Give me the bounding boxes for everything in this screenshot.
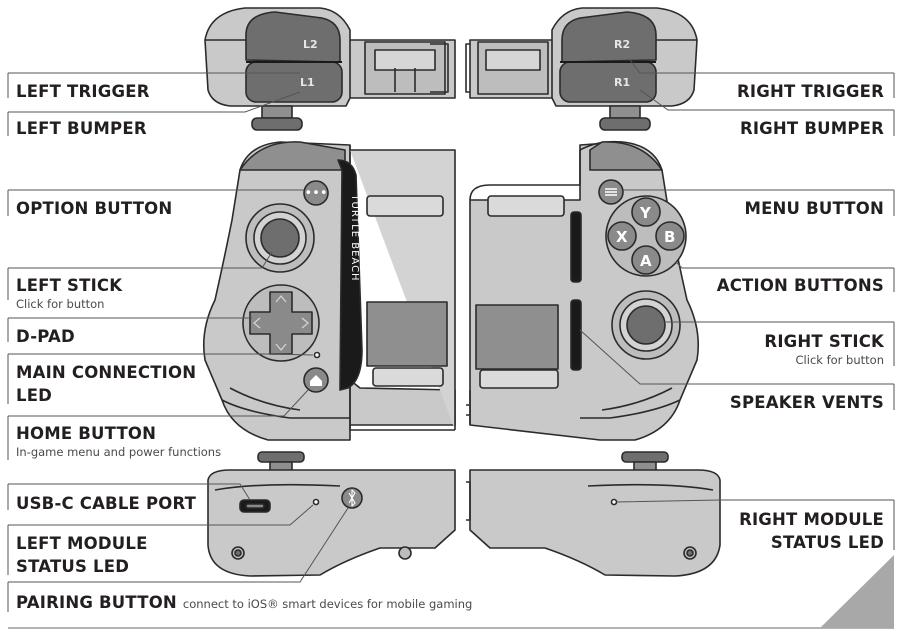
a-button[interactable] (631, 245, 661, 275)
label-right-trigger: RIGHT TRIGGER (737, 82, 884, 101)
label-left-stick: LEFT STICK (16, 276, 123, 295)
left-module-front (202, 141, 456, 441)
r1-text: R1 (614, 76, 630, 89)
label-right-bumper: RIGHT BUMPER (739, 119, 884, 138)
option-dots-icon: ••• (304, 186, 327, 201)
label-main-connection-led-2: LED (16, 386, 53, 405)
label-right-status-led-1: RIGHT MODULE (739, 510, 884, 529)
a-text: A (640, 252, 652, 270)
option-button[interactable] (303, 180, 329, 206)
x-text: X (616, 228, 628, 246)
label-left-status-led-1: LEFT MODULE (16, 534, 148, 553)
label-left-bumper: LEFT BUMPER (16, 119, 147, 138)
label-main-connection-led-1: MAIN CONNECTION (16, 363, 197, 382)
y-text: Y (639, 204, 652, 222)
right-shoulder (589, 141, 663, 171)
leader-lines (7, 59, 895, 629)
label-right-status-led-2: STATUS LED (770, 533, 884, 552)
label-pairing-button: PAIRING BUTTON (16, 593, 177, 612)
right-module-top-view (465, 7, 698, 131)
d-pad[interactable] (249, 291, 313, 355)
brand-stripe (337, 159, 363, 391)
left-status-led (312, 498, 320, 506)
label-right-stick: RIGHT STICK (764, 332, 884, 351)
main-connection-led (313, 351, 321, 359)
left-shoulder (239, 141, 346, 171)
label-left-trigger: LEFT TRIGGER (16, 82, 150, 101)
x-button[interactable] (607, 221, 637, 251)
b-text: B (664, 228, 675, 246)
home-icon (310, 375, 322, 386)
label-right-stick-sub: Click for button (795, 353, 884, 367)
left-module-bottom-view (207, 451, 456, 577)
r1-bumper[interactable] (559, 61, 657, 103)
r2-trigger[interactable] (561, 11, 657, 63)
label-option-button: OPTION BUTTON (16, 199, 173, 218)
label-speaker-vents: SPEAKER VENTS (729, 393, 884, 412)
right-module-bottom-view (466, 451, 721, 577)
left-module-top-view (204, 7, 456, 131)
speaker-vent-lower (570, 299, 582, 371)
label-d-pad: D-PAD (16, 327, 75, 346)
l2-text: L2 (303, 38, 318, 51)
r2-text: R2 (614, 38, 630, 51)
right-stick[interactable] (626, 305, 666, 345)
brand-text: TURTLE BEACH (349, 193, 360, 281)
l1-text: L1 (300, 76, 315, 89)
label-usb-c-port: USB-C CABLE PORT (16, 494, 197, 513)
label-action-buttons: ACTION BUTTONS (716, 276, 884, 295)
right-stick-top-cap (599, 117, 651, 131)
label-home-button: HOME BUTTON (16, 424, 157, 443)
b-button[interactable] (655, 221, 685, 251)
label-home-button-sub: In-game menu and power functions (16, 445, 222, 459)
l1-bumper[interactable] (245, 61, 343, 103)
label-left-status-led-2: STATUS LED (16, 557, 130, 576)
left-stick[interactable] (260, 218, 300, 258)
label-left-stick-sub: Click for button (16, 297, 105, 311)
l2-trigger[interactable] (245, 11, 341, 63)
label-pairing-button-sub: connect to iOS® smart devices for mobile… (182, 597, 473, 611)
speaker-vent-upper (570, 211, 582, 283)
right-status-led (610, 498, 618, 506)
right-module-front (466, 140, 700, 441)
left-stick-top-cap (251, 117, 303, 131)
corner-triangle (820, 555, 894, 628)
y-button[interactable] (631, 197, 661, 227)
label-pairing-button-row: PAIRING BUTTON connect to iOS® smart dev… (16, 593, 472, 614)
label-menu-button: MENU BUTTON (744, 199, 884, 218)
